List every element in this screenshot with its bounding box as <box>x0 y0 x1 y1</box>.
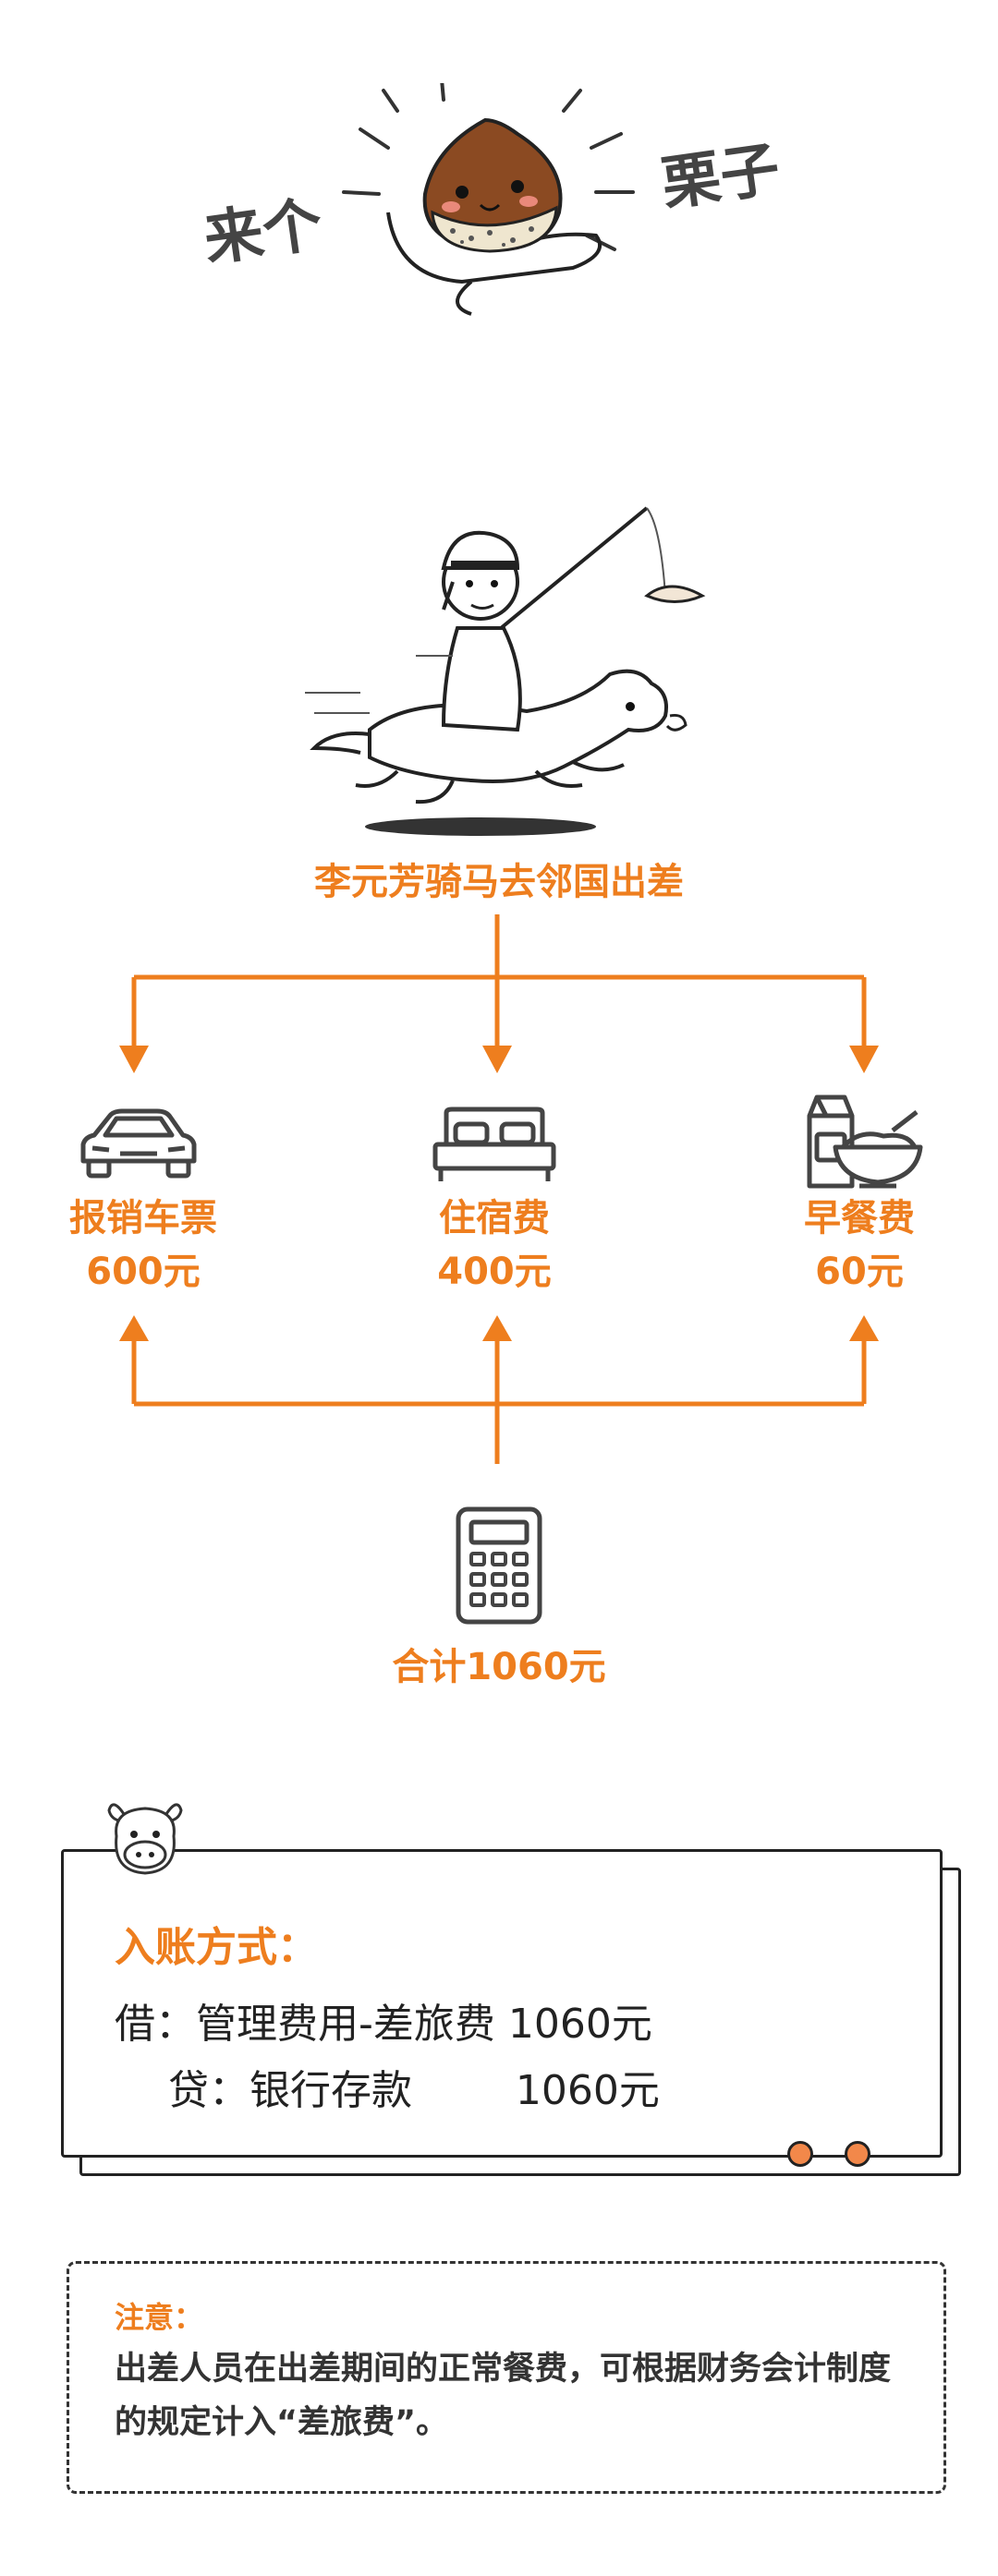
category-amount: 600元 <box>86 1251 201 1293</box>
rider-on-horse-illustration <box>305 506 706 836</box>
category-label: 早餐费 <box>804 1197 915 1240</box>
category-label: 报销车票 <box>69 1197 217 1240</box>
flow-title: 李元芳骑马去邻国出差 <box>314 861 684 903</box>
entry-card <box>61 1849 943 2158</box>
note-box <box>67 2261 946 2494</box>
calculator-icon <box>456 1506 542 1625</box>
total-amount: 合计1060元 <box>392 1646 606 1688</box>
category-label: 住宿费 <box>439 1197 550 1240</box>
entry-debit: 借：管理费用-差旅费 1060元 <box>115 2001 652 2048</box>
card-dot <box>845 2141 870 2167</box>
category-breakfast: 早餐费 60元 <box>739 1191 980 1299</box>
note-title: 注意： <box>115 2300 204 2335</box>
category-ticket: 报销车票 600元 <box>23 1191 263 1299</box>
entry-title: 入账方式： <box>115 1924 318 1971</box>
category-amount: 400元 <box>437 1251 552 1293</box>
car-icon <box>80 1108 197 1179</box>
note-text: 出差人员在出差期间的正常餐费，可根据财务会计制度的规定计入“差旅费”。 <box>115 2351 892 2441</box>
flow-connector-arrows <box>119 914 879 1464</box>
bed-icon <box>432 1107 556 1181</box>
category-lodging: 住宿费 400元 <box>374 1191 615 1299</box>
breakfast-icon <box>807 1094 923 1189</box>
category-amount: 60元 <box>815 1251 904 1293</box>
card-dot <box>787 2141 813 2167</box>
cow-mascot-icon <box>107 1803 183 1875</box>
entry-credit: 贷：银行存款 1060元 <box>168 2067 660 2114</box>
chestnut-mascot-icon <box>342 83 635 316</box>
